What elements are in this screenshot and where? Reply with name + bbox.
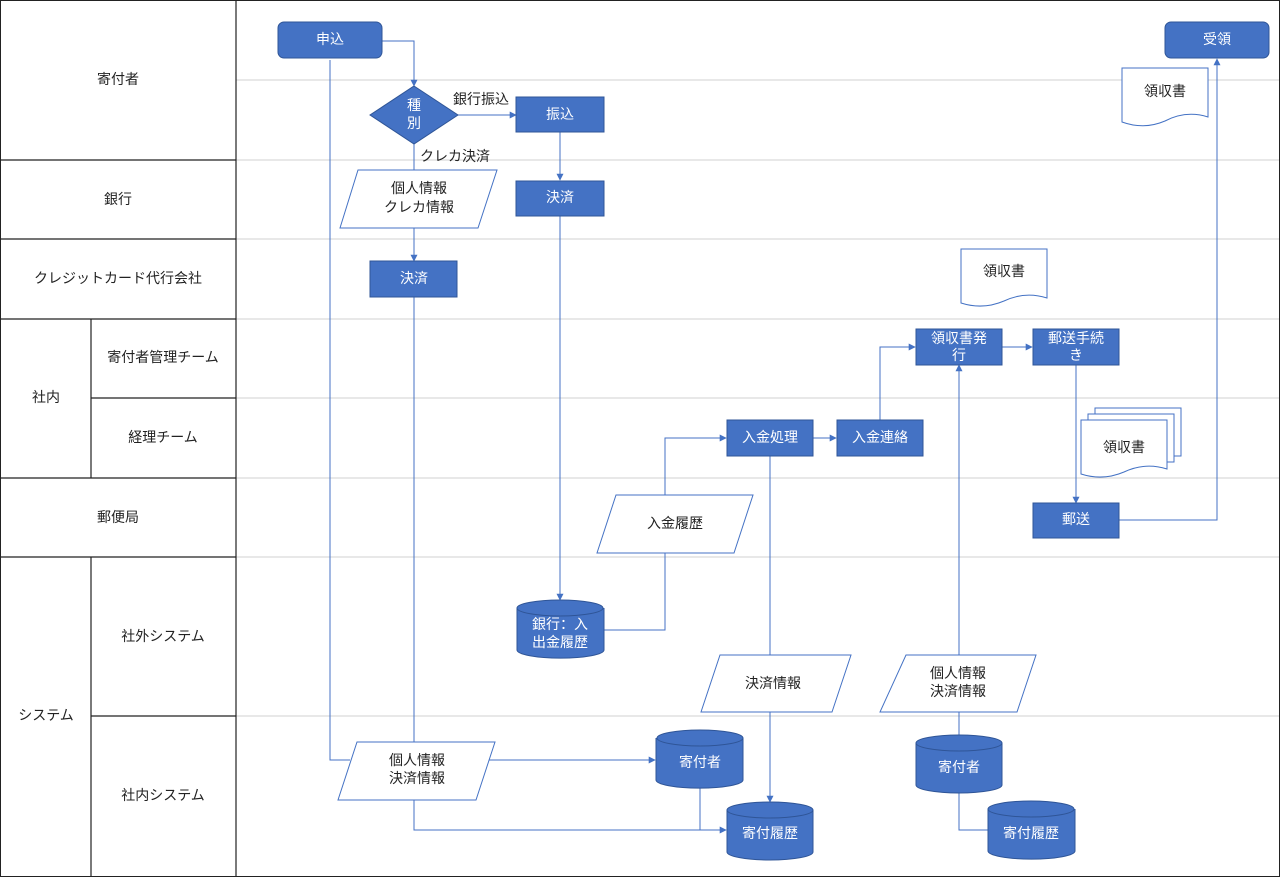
node-label: 決済情報 — [745, 676, 801, 692]
node-label-line1: 領収書発 — [931, 330, 987, 347]
flow-info-to-history — [413, 800, 727, 834]
node-label-line2: 決済情報 — [930, 684, 986, 700]
node-receipt-issue[interactable]: 領収書発 行 — [915, 328, 1003, 366]
lane-label-ginko: 銀行 — [104, 192, 132, 208]
node-label: 郵送 — [1062, 512, 1090, 528]
node-label: 寄付者 — [938, 759, 980, 776]
node-label: 受領 — [1203, 31, 1231, 48]
flow-donor-to-history-right — [958, 790, 988, 831]
flow-history-to-process — [664, 434, 727, 495]
lane-label-keiri: 経理チーム — [128, 430, 198, 446]
node-kifusha-db-left[interactable]: 寄付者 — [655, 729, 744, 789]
lane-label-credit: クレジットカード代行会社 — [34, 271, 202, 287]
lane-labels: 寄付者 銀行 クレジットカード代行会社 社内 寄付者管理チーム 経理チーム 郵便… — [18, 71, 219, 804]
node-kessai-bank[interactable]: 決済 — [515, 180, 605, 217]
node-info-kessai-left[interactable]: 個人情報 決済情報 — [337, 741, 496, 801]
node-kifu-rireki-right[interactable]: 寄付履歴 — [987, 800, 1076, 860]
node-label-line2: き — [1069, 348, 1083, 364]
node-yuso[interactable]: 郵送 — [1032, 502, 1120, 539]
node-label: 領収書 — [1103, 439, 1145, 456]
node-label: 入金連絡 — [852, 430, 908, 446]
node-yuso-tetsuzuki[interactable]: 郵送手続 き — [1032, 328, 1120, 366]
edge-label-bank-transfer: 銀行振込 — [453, 92, 509, 108]
node-label-line1: 個人情報 — [930, 666, 986, 682]
node-label: 領収書 — [983, 263, 1025, 280]
node-label-line2: 決済情報 — [389, 771, 445, 787]
node-info-kessai-right[interactable]: 個人情報 決済情報 — [879, 654, 1037, 713]
node-label: 申込 — [316, 32, 344, 48]
node-kessai-card[interactable]: 決済 — [369, 260, 458, 298]
lane-label-shanai: 社内 — [32, 390, 60, 406]
node-label-line1: 銀行：入 — [532, 617, 588, 633]
node-receipt-stack[interactable]: 領収書 — [1080, 407, 1182, 478]
node-kifusha-db-right[interactable]: 寄付者 — [915, 734, 1003, 794]
node-nyukin-renraku[interactable]: 入金連絡 — [836, 419, 924, 457]
node-label-line1: 個人情報 — [391, 181, 447, 197]
node-bank-db[interactable]: 銀行：入 出金履歴 — [516, 599, 605, 659]
lane-label-kifusha: 寄付者 — [97, 71, 139, 88]
node-nyukin-shori[interactable]: 入金処理 — [726, 419, 814, 457]
node-info-card[interactable]: 個人情報 クレカ情報 — [339, 169, 498, 229]
node-label: 領収書 — [1144, 83, 1186, 100]
node-label-line1: 個人情報 — [389, 753, 445, 769]
edge-label-card-payment: クレカ決済 — [420, 149, 490, 165]
flow-mail-to-receive — [1119, 58, 1221, 521]
node-label: 決済 — [546, 190, 574, 206]
flow-notice-to-issue — [879, 343, 916, 420]
node-receipt-top[interactable]: 領収書 — [1121, 67, 1209, 127]
node-label: 寄付者 — [679, 754, 721, 771]
node-label: 寄付履歴 — [742, 825, 798, 842]
lane-label-shagai-sys: 社外システム — [121, 629, 205, 645]
node-label: 入金処理 — [742, 430, 798, 446]
node-label-line2: 行 — [952, 348, 966, 364]
node-furikomi[interactable]: 振込 — [515, 96, 605, 133]
node-kessai-info[interactable]: 決済情報 — [700, 654, 852, 713]
lane-label-shanai-sys: 社内システム — [121, 788, 205, 804]
node-label-line2: 別 — [407, 116, 421, 132]
lane-label-kanri: 寄付者管理チーム — [107, 349, 219, 366]
flow-lines — [329, 40, 1221, 834]
node-label-line2: クレカ情報 — [384, 200, 454, 216]
node-label: 入金履歴 — [647, 516, 703, 532]
node-receipt-mid[interactable]: 領収書 — [960, 248, 1048, 307]
node-moushikomi[interactable]: 申込 — [277, 21, 383, 59]
node-label-line1: 郵送手続 — [1048, 330, 1104, 347]
node-label-line2: 出金履歴 — [532, 635, 588, 651]
node-label-line1: 種 — [407, 98, 421, 114]
flow-apply-to-type — [382, 40, 418, 87]
node-kifu-rireki-left[interactable]: 寄付履歴 — [726, 801, 814, 861]
node-juryo[interactable]: 受領 — [1164, 21, 1270, 59]
node-shubetsu-decision[interactable]: 種 別 — [369, 85, 459, 145]
node-label: 振込 — [546, 107, 574, 123]
node-label: 寄付履歴 — [1003, 825, 1059, 842]
lane-label-system: システム — [18, 708, 74, 724]
flow-bankdb-to-history — [604, 553, 666, 631]
lane-label-yubin: 郵便局 — [97, 510, 139, 526]
flow-apply-to-info — [329, 60, 350, 761]
node-label: 決済 — [400, 271, 428, 287]
node-nyukin-rireki[interactable]: 入金履歴 — [596, 494, 754, 554]
